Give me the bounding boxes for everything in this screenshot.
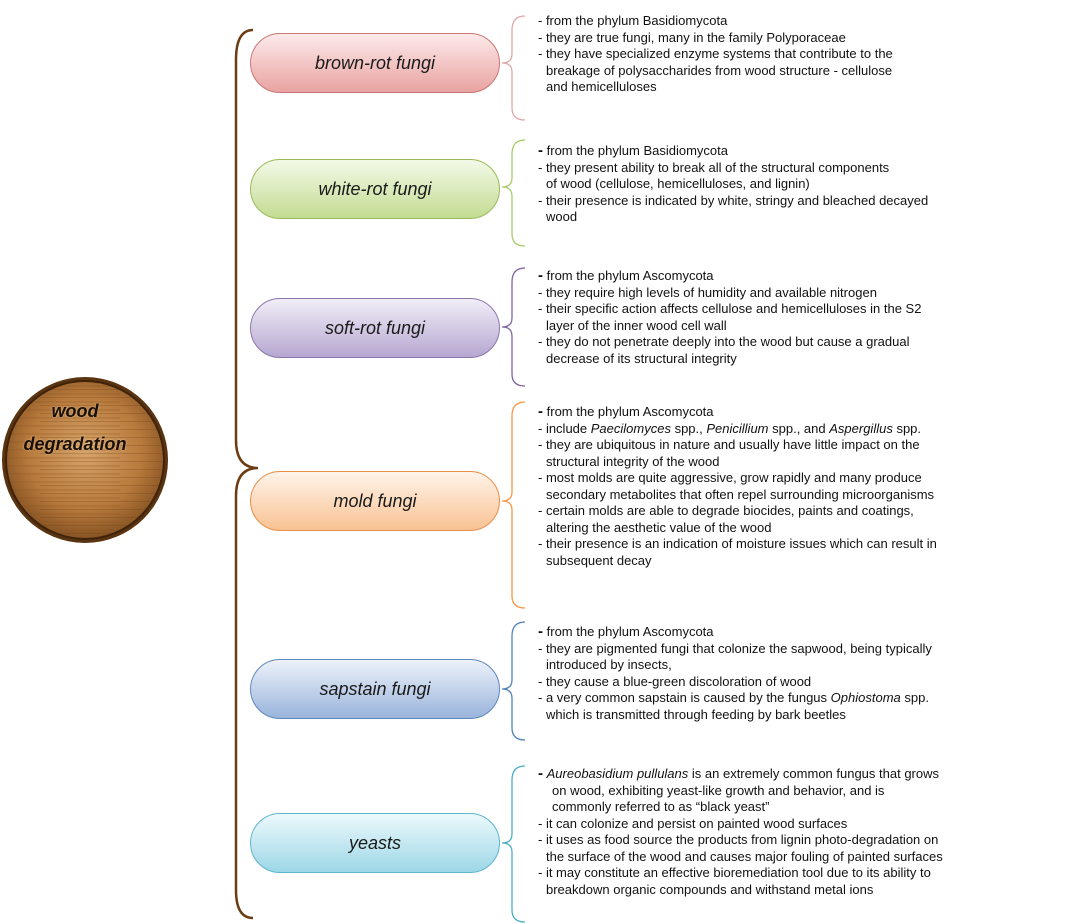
desc-line: - their presence is an indication of moi…	[538, 536, 937, 551]
desc-line: subsequent decay	[546, 552, 652, 568]
desc-line: - it may constitute an effective bioreme…	[538, 865, 931, 880]
desc-line: - Aureobasidium pullulans is an extremel…	[538, 765, 1083, 783]
category-mold-label: mold fungi	[333, 490, 417, 511]
central-label-line1: wood	[51, 401, 99, 421]
desc-line: - they are true fungi, many in the famil…	[538, 29, 846, 45]
desc-white-rot: - from the phylum Basidiomycota - they p…	[538, 142, 1083, 226]
desc-sapstain: - from the phylum Ascomycota - they are …	[538, 623, 1083, 723]
category-yeasts-label: yeasts	[348, 832, 402, 853]
bracket-brown-rot	[501, 15, 526, 121]
desc-line: of wood (cellulose, hemicelluloses, and …	[546, 176, 810, 191]
bullet-dash: -	[538, 403, 543, 420]
desc-soft-rot: - from the phylum Ascomycota - they requ…	[538, 267, 1083, 367]
desc-text: spp.,	[670, 420, 707, 436]
wood-circle	[2, 377, 168, 543]
category-sapstain-label: sapstain fungi	[319, 678, 431, 699]
category-soft-rot-label: soft-rot fungi	[324, 317, 426, 338]
central-label-line2: degradation	[23, 434, 127, 454]
desc-line: introduced by insects,	[546, 657, 672, 672]
desc-line: - it can colonize and persist on painted…	[538, 815, 848, 831]
desc-line: the surface of the wood and causes major…	[546, 848, 943, 864]
desc-line: which is transmitted through feeding by …	[546, 706, 846, 722]
bracket-sapstain	[501, 621, 526, 741]
desc-line: - include Paecilomyces spp., Penicillium…	[538, 421, 1083, 438]
desc-line: wood	[546, 209, 578, 224]
desc-line: - they cause a blue-green discoloration …	[538, 673, 812, 689]
category-brown-rot-label: brown-rot fungi	[314, 52, 436, 73]
desc-text: spp., and	[768, 420, 830, 436]
bullet-dash: -	[538, 765, 543, 782]
desc-line: - their specific action affects cellulos…	[538, 301, 922, 316]
desc-line: on wood, exhibiting yeast-like growth an…	[552, 782, 885, 798]
category-soft-rot: soft-rot fungi	[250, 298, 500, 358]
bracket-white-rot	[501, 139, 526, 247]
taxon-name: Paecilomyces	[590, 420, 671, 436]
desc-text: is an extremely common fungus that grows	[688, 766, 940, 781]
desc-text: spp.	[892, 420, 922, 436]
desc-line: and hemicelluloses	[546, 79, 657, 94]
taxon-name: Penicillium	[706, 420, 769, 436]
desc-line: - they do not penetrate deeply into the …	[538, 334, 910, 349]
bullet-dash: -	[538, 623, 543, 640]
desc-line: - they require high levels of humidity a…	[538, 284, 877, 300]
desc-text: - include	[538, 420, 591, 436]
desc-line: breakage of polysaccharides from wood st…	[546, 62, 893, 78]
category-yeasts: yeasts	[250, 813, 500, 873]
desc-line: breakdown organic compounds and withstan…	[546, 881, 874, 897]
desc-line: - from the phylum Basidiomycota	[538, 13, 728, 28]
taxon-name: Aureobasidium pullulans	[546, 766, 689, 781]
central-node: wood degradation	[0, 395, 150, 461]
main-bracket	[234, 28, 259, 920]
desc-line: - a very common sapstain is caused by th…	[538, 690, 1083, 707]
desc-line: - they are pigmented fungi that colonize…	[538, 640, 932, 656]
desc-line: - from the phylum Ascomycota	[538, 623, 1083, 641]
desc-mold: - from the phylum Ascomycota - include P…	[538, 403, 1083, 569]
desc-line: - most molds are quite aggressive, grow …	[538, 470, 922, 485]
desc-yeasts: - Aureobasidium pullulans is an extremel…	[538, 765, 1083, 898]
desc-line: - they are ubiquitous in nature and usua…	[538, 437, 920, 452]
desc-text: spp.	[900, 690, 929, 705]
category-mold: mold fungi	[250, 471, 500, 531]
bracket-mold	[501, 401, 526, 609]
taxon-name: Ophiostoma	[830, 690, 901, 705]
category-white-rot-label: white-rot fungi	[318, 178, 432, 199]
desc-line: layer of the inner wood cell wall	[546, 317, 727, 333]
category-white-rot: white-rot fungi	[250, 159, 500, 219]
desc-line: decrease of its structural integrity	[546, 350, 737, 366]
bullet-dash: -	[538, 267, 543, 284]
category-brown-rot: brown-rot fungi	[250, 33, 500, 93]
desc-line: commonly referred to as “black yeast”	[552, 799, 770, 814]
desc-line: - they present ability to break all of t…	[538, 159, 890, 175]
desc-line: secondary metabolites that often repel s…	[546, 486, 935, 502]
desc-line: - from the phylum Ascomycota	[538, 267, 1083, 285]
desc-line: - from the phylum Ascomycota	[538, 403, 1083, 421]
desc-brown-rot: - from the phylum Basidiomycota - they a…	[538, 13, 1083, 96]
taxon-name: Aspergillus	[829, 420, 893, 436]
desc-text: - a very common sapstain is caused by th…	[538, 690, 831, 705]
desc-line: - they have specialized enzyme systems t…	[538, 46, 893, 61]
desc-text: from the phylum Ascomycota	[546, 404, 714, 419]
desc-line: - from the phylum Basidiomycota	[538, 142, 1083, 160]
category-sapstain: sapstain fungi	[250, 659, 500, 719]
bullet-dash: -	[538, 142, 543, 159]
desc-line: altering the aesthetic value of the wood	[546, 519, 772, 535]
desc-text: from the phylum Ascomycota	[546, 624, 714, 639]
desc-text: from the phylum Basidiomycota	[546, 143, 728, 158]
bracket-yeasts	[501, 765, 526, 923]
desc-line: - their presence is indicated by white, …	[538, 192, 929, 208]
desc-line: - it uses as food source the products fr…	[538, 832, 939, 847]
bracket-soft-rot	[501, 267, 526, 387]
desc-line: - certain molds are able to degrade bioc…	[538, 503, 914, 518]
desc-text: from the phylum Ascomycota	[546, 268, 714, 283]
desc-line: structural integrity of the wood	[546, 453, 720, 469]
